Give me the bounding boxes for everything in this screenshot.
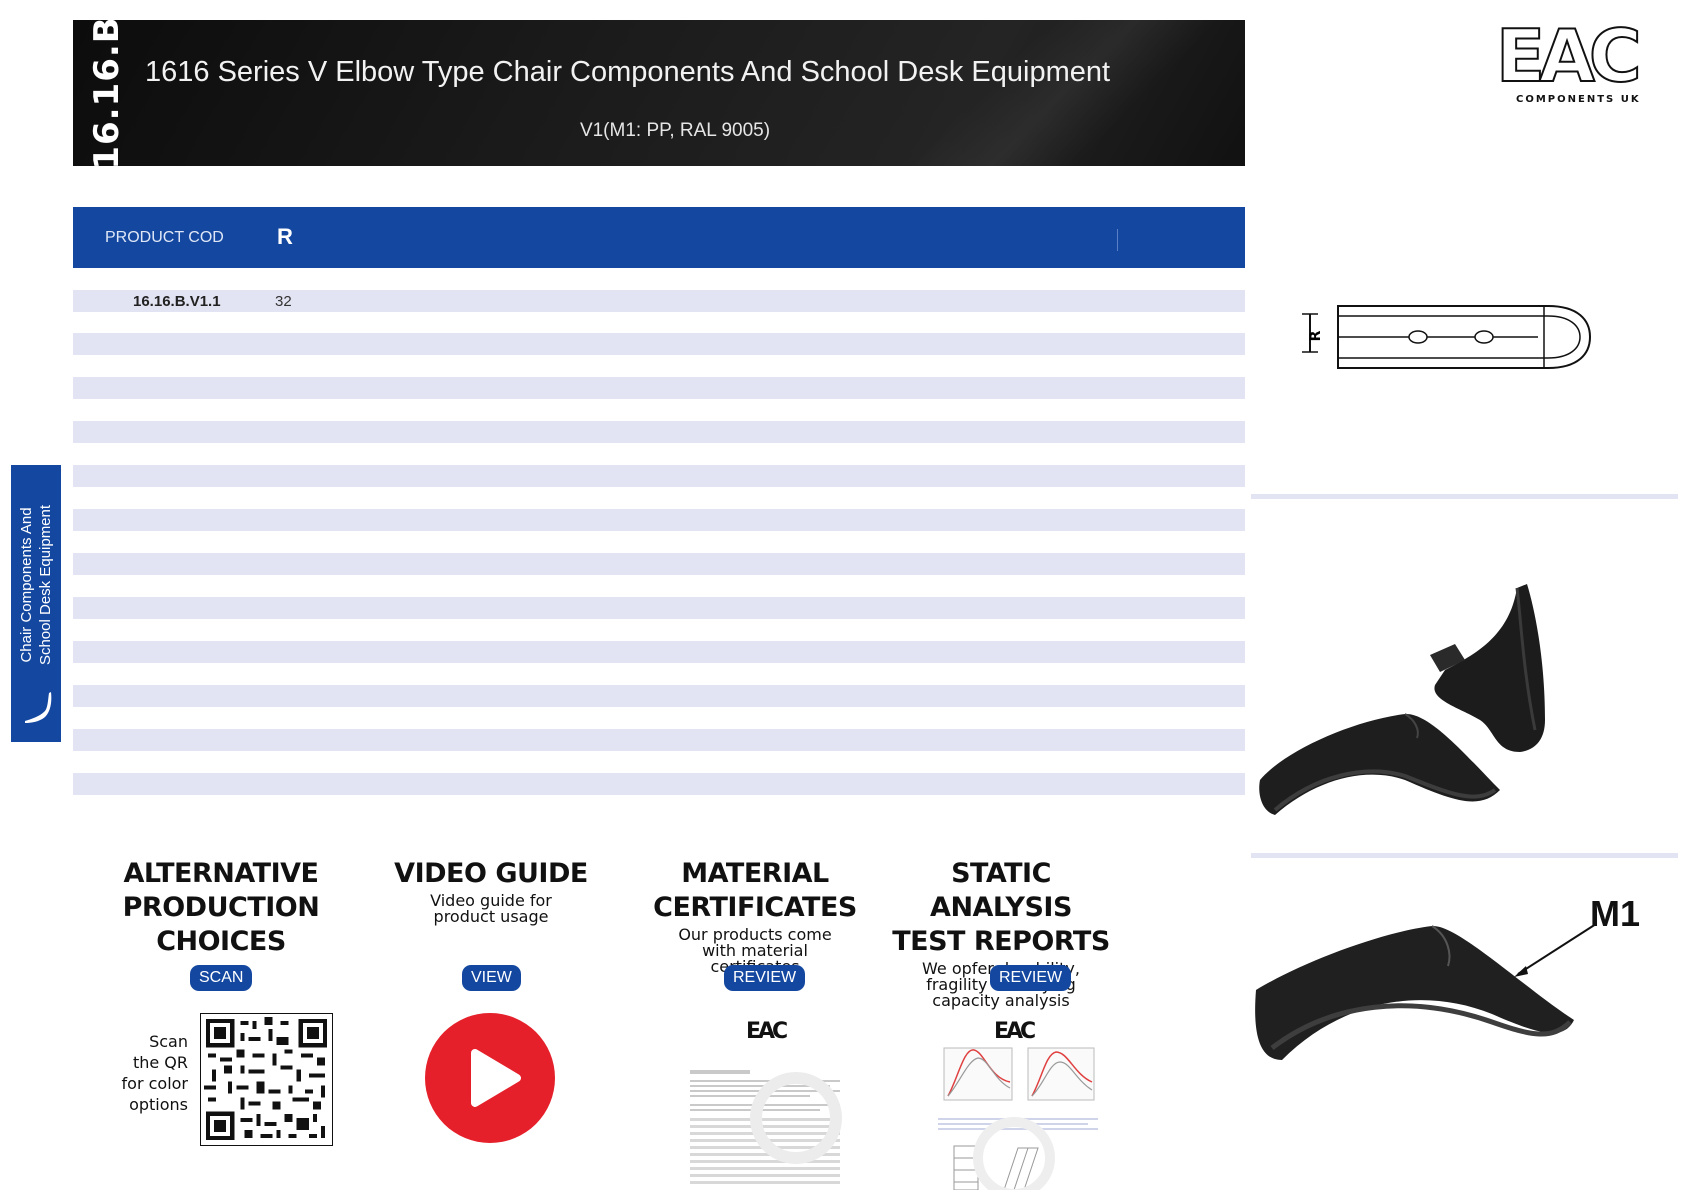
table-row-empty [73,729,1245,751]
section-divider [1251,853,1678,858]
column-header-r: R [277,224,293,249]
feature-title: VIDEO GUIDE [394,858,588,889]
side-tab-line-1: Chair Components And [18,507,35,663]
feature-title: MATERIAL CERTIFICATES [653,858,857,923]
svg-text:EAC: EAC [994,1019,1035,1044]
cell-r-value: 32 [275,293,292,310]
review-reports-button[interactable]: REVIEW [990,965,1072,991]
table-row-empty [73,465,1245,487]
table-row-empty [73,377,1245,399]
table-row-empty [73,685,1245,707]
view-button[interactable]: VIEW [462,965,521,991]
section-divider [1251,494,1678,499]
page-subtitle: V1(M1: PP, RAL 9005) [579,120,771,141]
play-icon[interactable] [425,1013,555,1143]
feature-material-certificates: MATERIAL CERTIFICATES Our products come … [630,857,880,975]
table-row-empty [73,421,1245,443]
feature-alternative-production: ALTERNATIVE PRODUCTION CHOICES [96,857,346,959]
feature-description: Video guide for product usage [430,891,552,926]
table-row-empty [73,509,1245,531]
cell-product-code: 16.16.B.V1.1 [133,293,221,310]
table-row-empty [73,597,1245,619]
page-title: 1616 Series V Elbow Type Chair Component… [145,56,1111,88]
product-group-code: 16.16.B [87,20,127,166]
logo-mark: EAC [1495,14,1643,98]
table-header: PRODUCT COD R [73,207,1245,268]
report-thumbnail[interactable]: EAC [934,1008,1104,1190]
chair-elbow-icon [25,692,52,723]
feature-title: ALTERNATIVE PRODUCTION CHOICES [122,858,320,957]
table-row-empty [73,773,1245,795]
table-row-empty [73,333,1245,355]
product-photo-assembled [1259,584,1545,815]
dimension-label-r: R [1308,330,1324,341]
side-tab-label: Chair Components And School Desk Equipme… [17,485,55,685]
callout-label-m1: M1 [1590,893,1641,934]
scan-button[interactable]: SCAN [190,965,253,991]
callout-arrow [1514,923,1597,977]
table-row [73,290,1245,312]
product-photo-part-m1 [1255,925,1574,1060]
svg-text:EAC: EAC [746,1019,787,1044]
logo-subtext: COMPONENTS UK [1516,94,1641,105]
eac-logo: EAC COMPONENTS UK [1495,14,1666,108]
column-header-product-code: PRODUCT COD [105,229,224,246]
header-shine [825,20,1245,166]
table-row-empty [73,641,1245,663]
certificate-thumbnail[interactable]: EAC [686,1008,850,1190]
header-banner: 16.16.B 1616 Series V Elbow Type Chair C… [73,20,1245,166]
table-row-empty [73,553,1245,575]
feature-video-guide: VIDEO GUIDE Video guide for product usag… [366,857,616,925]
scan-instructions: Scan the QR for color options [121,1032,188,1114]
column-separator [1117,229,1118,251]
qr-code-icon[interactable] [200,1013,333,1146]
review-certificates-button[interactable]: REVIEW [724,965,806,991]
feature-title: STATIC ANALYSIS TEST REPORTS [892,858,1110,957]
technical-drawing: R [1302,305,1592,369]
category-side-tab[interactable]: Chair Components And School Desk Equipme… [11,465,61,742]
side-tab-line-2: School Desk Equipment [37,504,54,666]
